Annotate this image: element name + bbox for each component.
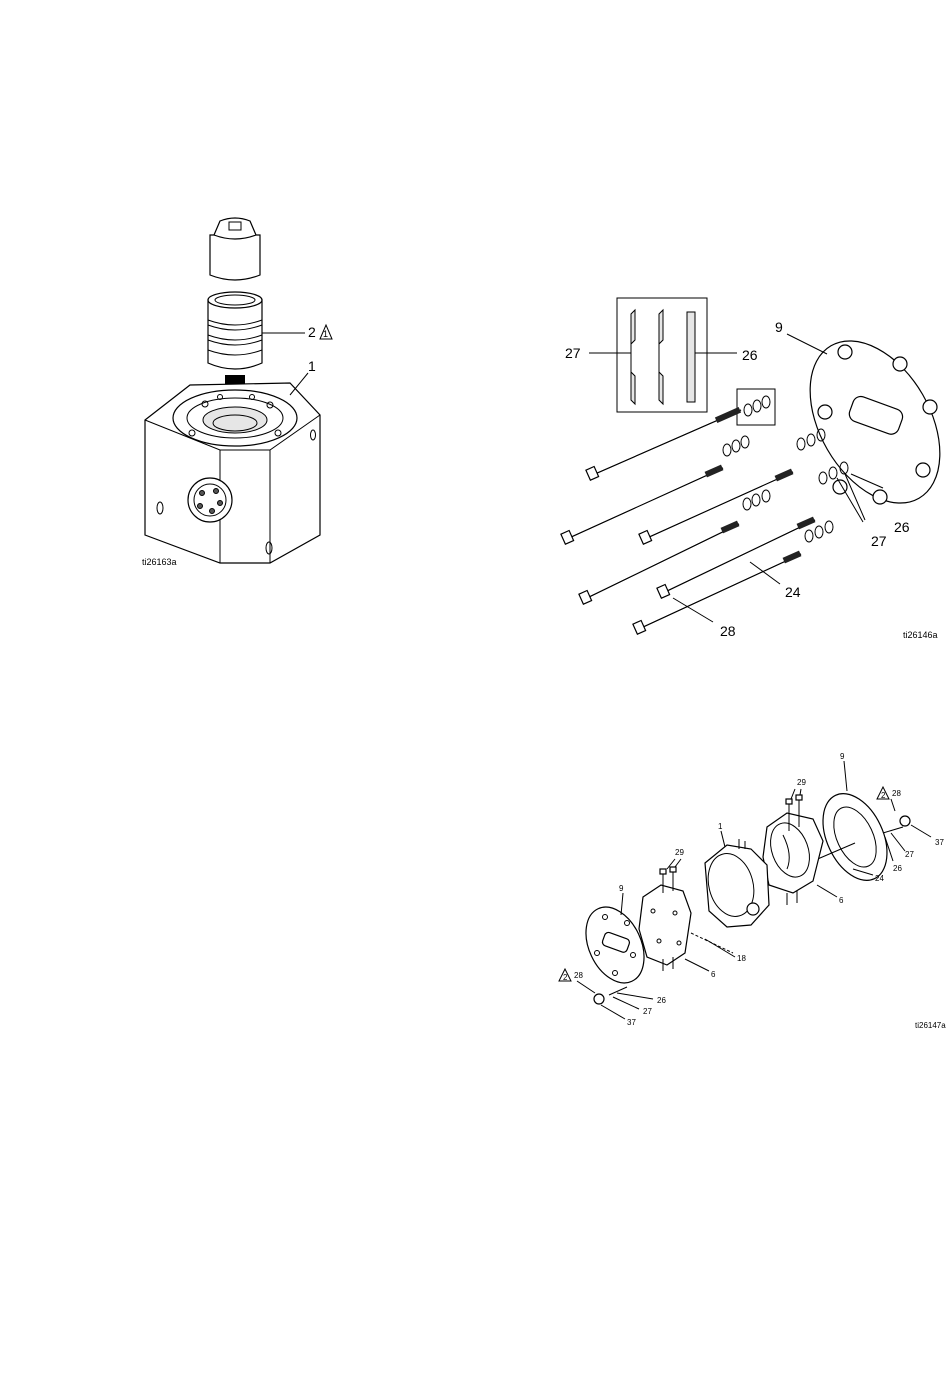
left-block [639,885,691,965]
callout-plate-right: 9 [840,752,845,761]
tie-rods-drawing: 27 26 9 [555,292,950,652]
callout-warning-28-right: 28 [892,789,901,798]
callout-inset-27: 27 [565,345,581,361]
callout-plate-9: 9 [775,319,783,335]
callout-rod-24: 24 [875,874,884,883]
right-plate [810,783,900,890]
cartridge-install-drawing: 2 1 1 ti26163a [130,205,370,585]
callout-block-right: 6 [839,896,844,905]
figure-ref: ti26163a [142,557,177,567]
callout-warning-1: 1 [323,329,328,339]
callout-inset-26: 26 [742,347,758,363]
right-block [763,813,823,893]
callout-washer-26: 26 [894,519,910,535]
tie-rods [561,407,816,634]
callout-housing-1: 1 [718,822,723,831]
callout-screws-right: 29 [797,778,806,787]
figure-ref: ti26146a [903,630,938,640]
housing [145,383,320,563]
callout-warning-28-left: 28 [574,971,583,980]
figure-tie-rods: 27 26 9 [555,292,950,652]
end-plate [783,318,950,525]
callout-washer-26-right: 26 [893,864,902,873]
callout-screws-left: 29 [675,848,684,857]
washer-detail-inset [589,298,737,412]
callout-part-2: 2 [308,324,316,340]
callout-nut-28: 28 [720,623,736,639]
figure-ref: ti26147a [915,1021,946,1030]
callout-cap-left: 37 [627,1018,636,1027]
figure-cartridge-install: 2 1 1 ti26163a [130,205,370,585]
callout-part-1: 1 [308,358,316,374]
cartridge [208,292,262,369]
washer-box [737,389,775,425]
callout-plate-left: 9 [619,884,624,893]
figure-exploded-assembly: 9 2 28 37 27 26 24 6 29 [555,745,950,1035]
exploded-assembly-drawing: 9 2 28 37 27 26 24 6 29 [555,745,950,1035]
callout-cap-right: 37 [935,838,944,847]
callout-washer-27: 27 [871,533,887,549]
callout-warning-left-2: 2 [563,973,568,982]
tool-cap [210,218,260,280]
callout-washer-27-right: 27 [905,850,914,859]
callout-washer-27-left: 27 [643,1007,652,1016]
callout-warning-right-2: 2 [881,791,886,800]
callout-block-left: 6 [711,970,716,979]
callout-rod-24: 24 [785,584,801,600]
center-housing [701,839,769,927]
callout-washer-26-left: 26 [657,996,666,1005]
callout-seal-18: 18 [737,954,746,963]
